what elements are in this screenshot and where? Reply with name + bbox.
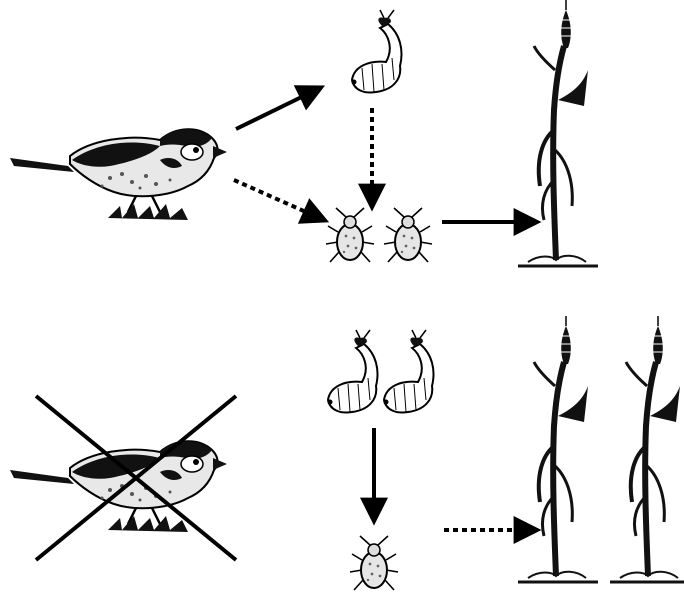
wheat-plant-icon <box>610 316 684 582</box>
wheat-plant-icon <box>518 316 598 582</box>
caterpillar-icon <box>384 330 434 413</box>
solid-arrow-bird-to-caterpillar <box>236 88 320 129</box>
aphid-icon <box>326 208 374 262</box>
aphid-icon <box>384 208 432 262</box>
wheat-plant-icon <box>518 0 598 266</box>
caterpillar-icon <box>352 10 402 93</box>
dotted-arrow-bird-to-aphids <box>234 180 324 220</box>
aphid-icon <box>350 536 398 590</box>
sparrow-icon <box>10 441 227 532</box>
caterpillar-icon <box>328 330 378 413</box>
sparrow-icon <box>10 129 227 220</box>
